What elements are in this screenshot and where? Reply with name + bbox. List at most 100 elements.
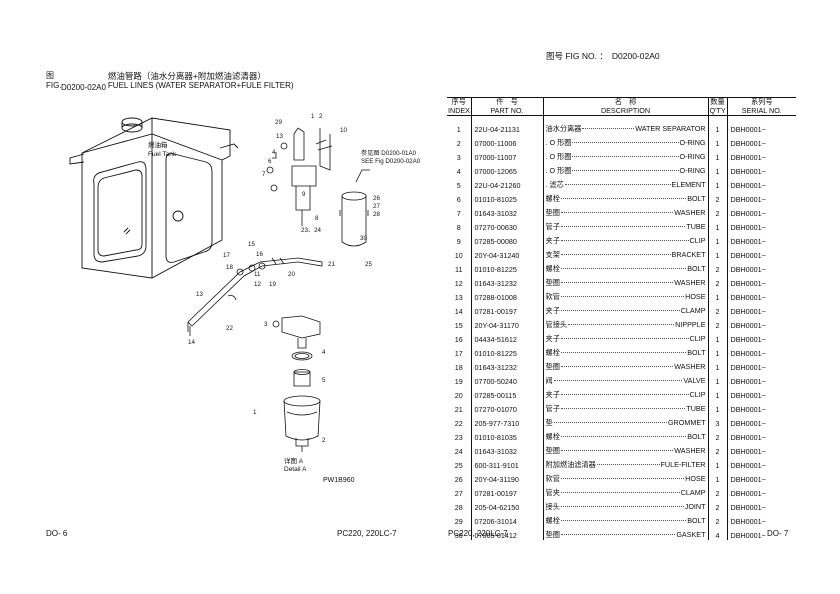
cell-part-no: 07000-12065 xyxy=(471,162,544,176)
leader-dots xyxy=(560,492,680,493)
cell-part-no: 07285-00080 xyxy=(471,232,544,246)
svg-text:25: 25 xyxy=(365,261,372,268)
cell-quantity: 1 xyxy=(708,330,728,344)
cell-quantity: 2 xyxy=(708,428,728,442)
leader-dots xyxy=(572,142,679,143)
cell-serial-no: DBH0001~ xyxy=(730,278,766,288)
description-en: WASHER xyxy=(674,278,706,287)
middle-callouts: 17 15 18 16 11 12 19 20 21 13 14 22 xyxy=(188,241,335,346)
cell-quantity: 3 xyxy=(708,414,728,428)
cell-serial-no: DBH0001~ xyxy=(730,474,766,484)
cell-index: 19 xyxy=(447,372,472,386)
svg-text:1: 1 xyxy=(311,113,315,120)
cell-index: 25 xyxy=(447,456,472,470)
cell-part-no: 01643-31032 xyxy=(471,442,544,456)
cell-part-no: 205-04-62150 xyxy=(471,498,544,512)
leader-dots xyxy=(582,128,635,129)
svg-text:12: 12 xyxy=(254,281,261,288)
cell-index: 18 xyxy=(447,358,472,372)
cell-quantity: 1 xyxy=(708,288,728,302)
svg-text:10: 10 xyxy=(340,127,347,134)
drawing-code: PW1B960 xyxy=(323,477,355,484)
description-cn: 软管 xyxy=(545,292,560,301)
description-cn: 软管 xyxy=(545,474,560,483)
svg-text:18: 18 xyxy=(226,264,233,271)
cell-serial-no: DBH0001~ xyxy=(730,320,766,330)
cell-quantity: 2 xyxy=(708,260,728,274)
cell-quantity: 1 xyxy=(708,148,728,162)
cell-serial-no: DBH0001~ xyxy=(730,446,766,456)
cell-serial-no: DBH0001~ xyxy=(730,516,766,526)
cell-quantity: 2 xyxy=(708,274,728,288)
cell-serial-no: DBH0001~ xyxy=(730,152,766,162)
leader-dots xyxy=(560,282,674,283)
cell-part-no: 01010-81035 xyxy=(471,428,544,442)
leader-dots xyxy=(560,268,687,269)
svg-text:4: 4 xyxy=(272,149,276,156)
description-cn: 垫圈 xyxy=(545,208,560,217)
detail-label-en: Detail A xyxy=(284,466,307,473)
svg-text:22: 22 xyxy=(226,325,233,332)
cell-quantity: 1 xyxy=(708,344,728,358)
cell-serial-no: DBH0001~ xyxy=(730,530,766,540)
cell-serial-no: DBH0001~ xyxy=(730,166,766,176)
cell-serial-no: DBH0001~ xyxy=(730,460,766,470)
cell-part-no: 07281-00197 xyxy=(471,302,544,316)
cell-serial-no: DBH0001~ xyxy=(730,236,766,246)
description-en: WASHER xyxy=(674,362,706,371)
description-cn: 油水分离器 xyxy=(545,124,582,133)
leader-dots xyxy=(560,296,685,297)
description-en: TUBE xyxy=(686,222,706,231)
description-cn: 接头 xyxy=(545,502,560,511)
svg-text:19: 19 xyxy=(269,281,276,288)
cell-serial-no: DBH0001~ xyxy=(730,362,766,372)
svg-text:1: 1 xyxy=(253,409,257,416)
cell-part-no: 01643-31032 xyxy=(471,204,544,218)
leader-dots xyxy=(560,212,674,213)
description-cn: 支架 xyxy=(545,250,560,259)
fig-label-cn: 图 xyxy=(46,71,54,80)
cell-index: 5 xyxy=(447,176,472,190)
cell-serial-no: DBH0001~ xyxy=(730,502,766,512)
description-en: VALVE xyxy=(683,376,706,385)
description-cn: 夹子 xyxy=(545,390,560,399)
cell-index: 6 xyxy=(447,190,472,204)
svg-text:7: 7 xyxy=(262,171,266,178)
leader-dots xyxy=(560,352,687,353)
cell-quantity: 2 xyxy=(708,498,728,512)
svg-text:4: 4 xyxy=(322,349,326,356)
cell-index: 20 xyxy=(447,386,472,400)
cell-part-no: 01010-81025 xyxy=(471,190,544,204)
description-cn: . O 形圈 xyxy=(545,138,572,147)
cell-serial-no: DBH0001~ xyxy=(730,334,766,344)
leader-dots xyxy=(560,520,687,521)
svg-text:6: 6 xyxy=(268,158,272,165)
description-cn: 夹子 xyxy=(545,236,560,245)
description-en: WATER SEPARATOR xyxy=(635,124,706,133)
fuel-tank-drawing xyxy=(69,117,239,279)
description-en: TUBE xyxy=(686,404,706,413)
cell-quantity: 2 xyxy=(708,190,728,204)
description-en: BOLT xyxy=(687,516,706,525)
description-en: BOLT xyxy=(687,194,706,203)
cell-index: 4 xyxy=(447,162,472,176)
svg-text:23、24: 23、24 xyxy=(301,227,322,234)
